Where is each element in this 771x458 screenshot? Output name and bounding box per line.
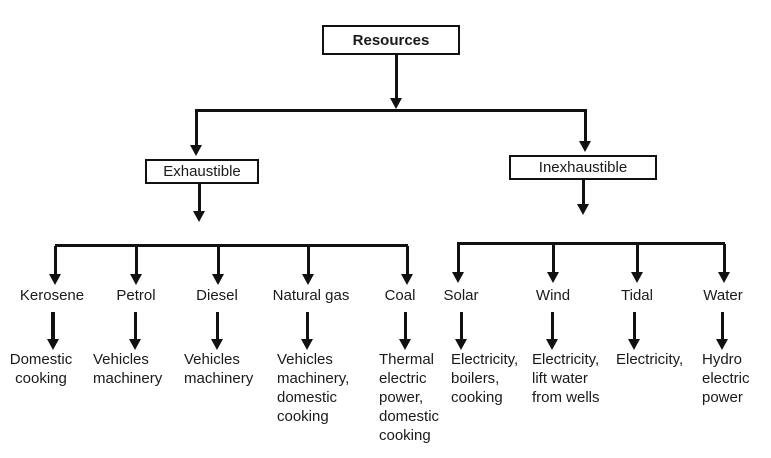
arrow-coal-use-icon	[399, 312, 411, 350]
arrow-to-exhaustible-icon	[190, 109, 202, 156]
label-natural-gas: Natural gas	[272, 287, 350, 304]
node-exhaustible: Exhaustible	[145, 159, 259, 184]
use-petrol: Vehicles machinery	[93, 351, 163, 387]
label-diesel: Diesel	[196, 287, 238, 304]
arrow-to-diesel-icon	[212, 246, 224, 285]
use-solar: Electricity, boilers, cooking	[451, 351, 519, 406]
arrow-diesel-use-icon	[211, 312, 223, 350]
arrow-solar-use-icon	[455, 312, 467, 350]
arrow-to-petrol-icon	[130, 246, 142, 285]
arrow-kerosene-use-icon	[46, 312, 59, 350]
arrow-petrol-use-icon	[129, 312, 141, 350]
connector-exhaustible-split	[55, 244, 408, 247]
use-kerosene: Domestic cooking	[9, 351, 73, 387]
arrow-natural-gas-use-icon	[301, 312, 313, 350]
label-kerosene: Kerosene	[19, 287, 85, 304]
connector-inexhaustible-split	[457, 242, 725, 245]
arrow-water-use-icon	[716, 312, 728, 350]
arrow-resources-down-icon	[390, 55, 402, 109]
arrow-to-inexhaustible-icon	[579, 109, 591, 152]
arrow-to-wind-icon	[547, 244, 559, 283]
arrow-to-water-icon	[718, 244, 730, 283]
arrow-to-kerosene-icon	[49, 246, 61, 285]
node-inexhaustible: Inexhaustible	[509, 155, 657, 180]
label-water: Water	[703, 287, 743, 304]
arrow-tidal-use-icon	[628, 312, 640, 350]
use-natural-gas: Vehicles machinery, domestic cooking	[277, 351, 350, 425]
use-water: Hydro electric power	[702, 351, 750, 406]
arrow-to-tidal-icon	[631, 244, 643, 283]
arrow-exhaustible-down-icon	[193, 184, 205, 222]
arrow-wind-use-icon	[546, 312, 558, 350]
label-petrol: Petrol	[116, 287, 156, 304]
use-diesel: Vehicles machinery	[184, 351, 254, 387]
label-wind: Wind	[535, 287, 571, 304]
label-coal: Coal	[384, 287, 416, 304]
use-tidal: Electricity,	[616, 351, 684, 368]
use-wind: Electricity, lift water from wells	[532, 351, 600, 406]
label-solar: Solar	[443, 287, 479, 304]
arrow-to-coal-icon	[401, 246, 413, 285]
use-coal: Thermal electric power, domestic cooking	[379, 351, 440, 444]
label-tidal: Tidal	[621, 287, 653, 304]
arrow-to-solar-icon	[452, 244, 464, 283]
arrow-inexhaustible-down-icon	[577, 180, 589, 215]
node-resources: Resources	[322, 25, 460, 55]
connector-top-split	[196, 109, 587, 112]
arrow-to-natural-gas-icon	[302, 246, 314, 285]
